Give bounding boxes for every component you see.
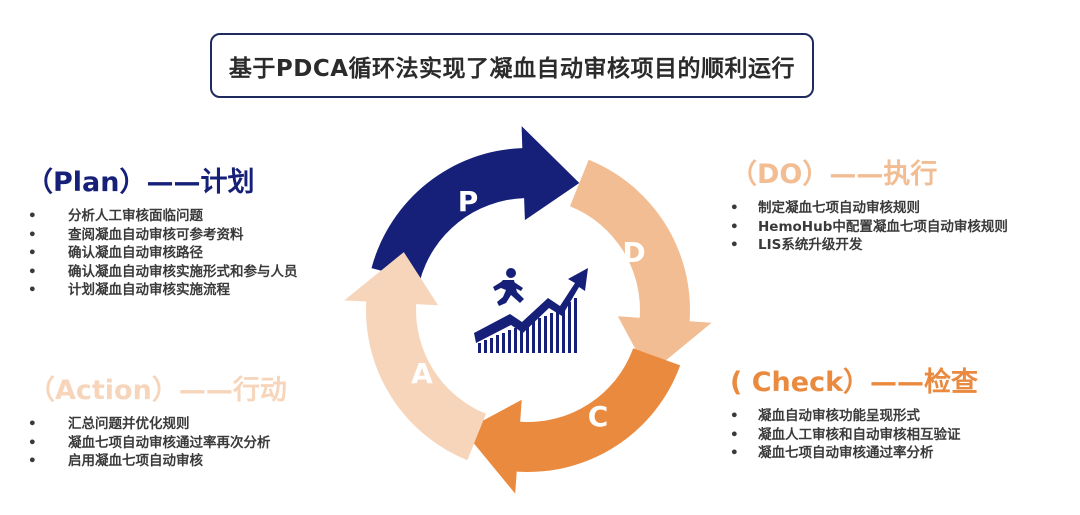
list-item-text: 计划凝血自动审核实施流程 [68, 282, 230, 298]
list-item-text: 汇总问题并优化规则 [68, 416, 190, 432]
bullet: • [730, 408, 739, 424]
trend-arrow [474, 268, 588, 343]
bullet: • [730, 445, 739, 461]
do-arrow [570, 159, 712, 375]
list-item-text: 确认凝血自动审核路径 [68, 245, 203, 261]
runner-growth-icon [474, 268, 588, 353]
list-item: • 凝血七项自动审核通过率分析 [730, 444, 978, 463]
title-box: 基于PDCA循环法实现了凝血自动审核项目的顺利运行 [210, 33, 814, 98]
bullet: • [730, 237, 739, 253]
plan-letter: P [458, 185, 479, 218]
list-item-text: 凝血人工审核和自动审核相互验证 [758, 426, 961, 443]
list-item: • 计划凝血自动审核实施流程 [28, 281, 298, 300]
check-arrow [463, 348, 681, 494]
action-letter: A [411, 357, 433, 390]
action-section: （Action）——行动 • 汇总问题并优化规则 • 凝血七项自动审核通过率再次分析… [28, 368, 287, 471]
check-section: ( Check）——检查 • 凝血自动审核功能呈现形式 • 凝血人工审核和自动审核相… [730, 360, 978, 463]
list-item-text: LIS系统升级开发 [758, 237, 863, 253]
list-item: • 查阅凝血自动审核可参考资料 [28, 226, 298, 245]
do-section: （DO）——执行 • 制定凝血七项自动审核规则 • HemoHub中配置凝血七项自动… [730, 152, 1008, 255]
list-item: • 制定凝血七项自动审核规则 [730, 199, 1008, 218]
bullet: • [28, 416, 37, 432]
list-item: • 凝血七项自动审核通过率再次分析 [28, 434, 287, 453]
bullet: • [730, 426, 739, 443]
bullet: • [28, 245, 37, 261]
list-item-text: 凝血七项自动审核通过率再次分析 [68, 434, 271, 451]
action-list: • 汇总问题并优化规则 • 凝血七项自动审核通过率再次分析 • 启用凝血七项自动审核 [28, 415, 287, 471]
do-heading: （DO）——执行 [730, 159, 938, 190]
check-letter: C [588, 400, 609, 433]
list-item: • 确认凝血自动审核实施形式和参与人员 [28, 263, 298, 282]
list-item-text: 分析人工审核面临问题 [68, 208, 203, 224]
list-item: • 分析人工审核面临问题 [28, 207, 298, 226]
list-item: • 凝血人工审核和自动审核相互验证 [730, 426, 978, 445]
bullet: • [28, 434, 37, 451]
do-letter: D [622, 236, 645, 269]
growth-bars [478, 298, 577, 353]
list-item: • 启用凝血七项自动审核 [28, 452, 287, 471]
bullet: • [28, 263, 37, 280]
bullet: • [28, 282, 37, 298]
plan-arrow [371, 126, 580, 281]
list-item-text: 启用凝血七项自动审核 [68, 453, 203, 469]
list-item-text: 制定凝血七项自动审核规则 [758, 200, 920, 216]
bullet: • [28, 208, 37, 224]
plan-list: • 分析人工审核面临问题 • 查阅凝血自动审核可参考资料 • 确认凝血自动审核路径 •… [28, 207, 298, 300]
action-heading: （Action）——行动 [28, 375, 287, 406]
list-item-text: 凝血自动审核功能呈现形式 [758, 408, 920, 424]
bullet: • [28, 453, 37, 469]
check-list: • 凝血自动审核功能呈现形式 • 凝血人工审核和自动审核相互验证 • 凝血七项自动审核… [730, 407, 978, 463]
bullet: • [730, 200, 739, 216]
plan-heading: （Plan）——计划 [26, 167, 255, 198]
list-item: • 汇总问题并优化规则 [28, 415, 287, 434]
list-item-text: 凝血七项自动审核通过率分析 [758, 445, 934, 461]
page-title: 基于PDCA循环法实现了凝血自动审核项目的顺利运行 [228, 55, 796, 82]
runner-figure [493, 268, 524, 306]
list-item: • HemoHub中配置凝血七项自动审核规则 [730, 218, 1008, 237]
action-arrow [344, 252, 486, 461]
list-item: • LIS系统升级开发 [730, 236, 1008, 255]
bullet: • [28, 226, 37, 243]
check-heading: ( Check）——检查 [730, 367, 979, 398]
list-item-text: 查阅凝血自动审核可参考资料 [68, 226, 244, 243]
plan-section: （Plan）——计划 • 分析人工审核面临问题 • 查阅凝血自动审核可参考资料 • 确… [26, 160, 298, 300]
list-item-text: HemoHub中配置凝血七项自动审核规则 [758, 218, 1008, 235]
list-item: • 凝血自动审核功能呈现形式 [730, 407, 978, 426]
list-item-text: 确认凝血自动审核实施形式和参与人员 [68, 263, 298, 280]
do-list: • 制定凝血七项自动审核规则 • HemoHub中配置凝血七项自动审核规则 • LIS… [730, 199, 1008, 255]
list-item: • 确认凝血自动审核路径 [28, 244, 298, 263]
bullet: • [730, 218, 739, 235]
